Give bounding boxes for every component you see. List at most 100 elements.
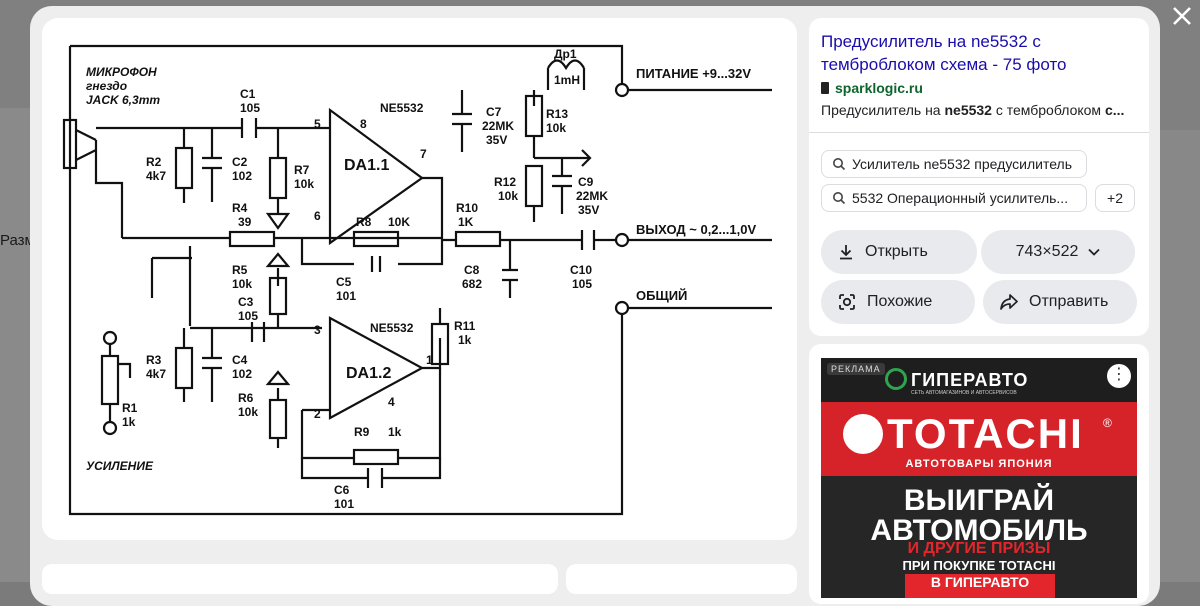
registered-mark: ® [1103, 416, 1112, 430]
schematic-label: DA1.2 [346, 365, 391, 382]
related-images-row-left[interactable] [42, 564, 558, 594]
schematic-label-jack: JACK 6,3mm [86, 93, 160, 107]
schematic-label: 7 [420, 147, 427, 161]
search-icon [833, 192, 846, 205]
schematic-label: 101 [336, 289, 356, 303]
schematic-label: 2 [314, 407, 321, 421]
schematic-label-gain: УСИЛЕНИЕ [86, 459, 154, 473]
download-icon [840, 245, 852, 260]
result-snippet: Предусилитель на ne5532 с темброблоком с… [821, 102, 1125, 118]
schematic-label: 10k [294, 177, 314, 191]
schematic-label: C4 [232, 353, 248, 367]
schematic-label: C6 [334, 483, 350, 497]
size-dropdown-label: 743×522 [1015, 243, 1079, 260]
schematic-label: 1K [458, 215, 474, 229]
chevron-down-icon [1088, 248, 1100, 256]
schematic-label: R5 [232, 263, 248, 277]
schematic-label: 1k [388, 425, 402, 439]
more-related-chip[interactable]: +2 [1095, 184, 1135, 212]
schematic-label: 10K [388, 215, 410, 229]
divider [809, 132, 1149, 133]
schematic-label: 10k [232, 277, 252, 291]
schematic-label: 5 [314, 117, 321, 131]
size-dropdown[interactable]: 743×522 [981, 230, 1135, 274]
ad-store-badge: В ГИПЕРАВТО [905, 574, 1055, 598]
schematic-label: R1 [122, 401, 138, 415]
schematic-label-socket: гнездо [86, 79, 127, 93]
ad-brand-tagline: СЕТЬ АВТОМАГАЗИНОВ И АВТОСЕРВИСОВ [911, 390, 1017, 396]
ad-header: РЕКЛАМА ГИПЕРАВТО СЕТЬ АВТОМАГАЗИНОВ И А… [821, 358, 1137, 402]
schematic-label: C8 [464, 263, 480, 277]
schematic-label: 35V [578, 203, 599, 217]
related-search-chip-label: 5532 Операционный усилитель... [852, 190, 1069, 206]
related-search-chip[interactable]: Усилитель ne5532 предусилитель [821, 150, 1087, 178]
schematic-label: R2 [146, 155, 162, 169]
schematic-label: R8 [356, 215, 372, 229]
brand-logo-icon [885, 368, 907, 390]
schematic-label: R7 [294, 163, 310, 177]
schematic-label: 101 [334, 497, 354, 511]
background-page-left: Разм [0, 108, 35, 582]
share-button[interactable]: Отправить [983, 280, 1137, 324]
schematic-label: R3 [146, 353, 162, 367]
schematic-label: 105 [240, 101, 260, 115]
schematic-label: 6 [314, 209, 321, 223]
schematic-label: C10 [570, 263, 592, 277]
result-info-card: Предусилитель на ne5532 с темброблоком с… [809, 18, 1149, 336]
schematic-label: 39 [238, 215, 252, 229]
schematic-label: Др1 [554, 47, 577, 61]
schematic-label: 10k [546, 121, 566, 135]
result-source-label: sparklogic.ru [835, 80, 923, 96]
schematic-label: DA1.1 [344, 157, 389, 174]
schematic-label-power: ПИТАНИЕ +9...32V [636, 66, 751, 81]
schematic-label: NE5532 [380, 101, 424, 115]
share-button-label: Отправить [1029, 293, 1109, 310]
schematic-label: 1mH [554, 73, 580, 87]
favicon-icon [821, 82, 829, 94]
similar-button[interactable]: Похожие [821, 280, 975, 324]
schematic-label: 105 [238, 309, 258, 323]
result-title-link[interactable]: Предусилитель на ne5532 с темброблоком с… [821, 32, 1067, 74]
schematic-label: C2 [232, 155, 248, 169]
schematic-label: 1k [122, 415, 136, 429]
open-button[interactable]: Открыть [821, 230, 977, 274]
schematic-label: R12 [494, 175, 516, 189]
search-icon [833, 158, 846, 171]
schematic-label: R6 [238, 391, 254, 405]
schematic-label: 1 [426, 353, 433, 367]
background-page-right [1160, 130, 1200, 582]
related-images-row-right[interactable] [566, 564, 797, 594]
schematic-label: 22MK [482, 119, 514, 133]
share-icon [1000, 294, 1018, 310]
result-source[interactable]: sparklogic.ru [821, 80, 923, 96]
schematic-label: 3 [314, 323, 321, 337]
schematic-label: C7 [486, 105, 502, 119]
schematic-label: C1 [240, 87, 256, 101]
more-options-icon[interactable]: ⋮ [1107, 364, 1131, 388]
similar-button-label: Похожие [867, 293, 933, 310]
schematic-label: 1k [458, 333, 472, 347]
schematic-image[interactable]: МИКРОФОН гнездо JACK 6,3mm C1 105 R2 4k7… [42, 18, 797, 540]
schematic-label: 102 [232, 367, 252, 381]
schematic-label: NE5532 [370, 321, 414, 335]
related-search-chip[interactable]: 5532 Операционный усилитель... [821, 184, 1087, 212]
schematic-label: 4 [388, 395, 395, 409]
ad-product-brand: TOTACHI [887, 410, 1084, 457]
schematic-label: 22MK [576, 189, 608, 203]
advertisement-banner[interactable]: РЕКЛАМА ГИПЕРАВТО СЕТЬ АВТОМАГАЗИНОВ И А… [821, 358, 1137, 598]
schematic-label: 4k7 [146, 367, 166, 381]
ad-label: РЕКЛАМА [827, 363, 885, 375]
schematic-label: R4 [232, 201, 248, 215]
schematic-label: 8 [360, 117, 367, 131]
close-icon[interactable] [1170, 4, 1194, 28]
background-left-label: Разм [0, 232, 35, 249]
ad-subheadline: И ДРУГИЕ ПРИЗЫ [907, 540, 1051, 557]
schematic-label-output: ВЫХОД ~ 0,2...1,0V [636, 222, 756, 237]
schematic-label: R13 [546, 107, 568, 121]
schematic-label-common: ОБЩИЙ [636, 288, 687, 303]
related-search-chip-label: Усилитель ne5532 предусилитель [852, 156, 1073, 172]
totachi-logo-icon [843, 414, 883, 454]
schematic-label: R11 [454, 319, 476, 333]
schematic-label: 35V [486, 133, 507, 147]
